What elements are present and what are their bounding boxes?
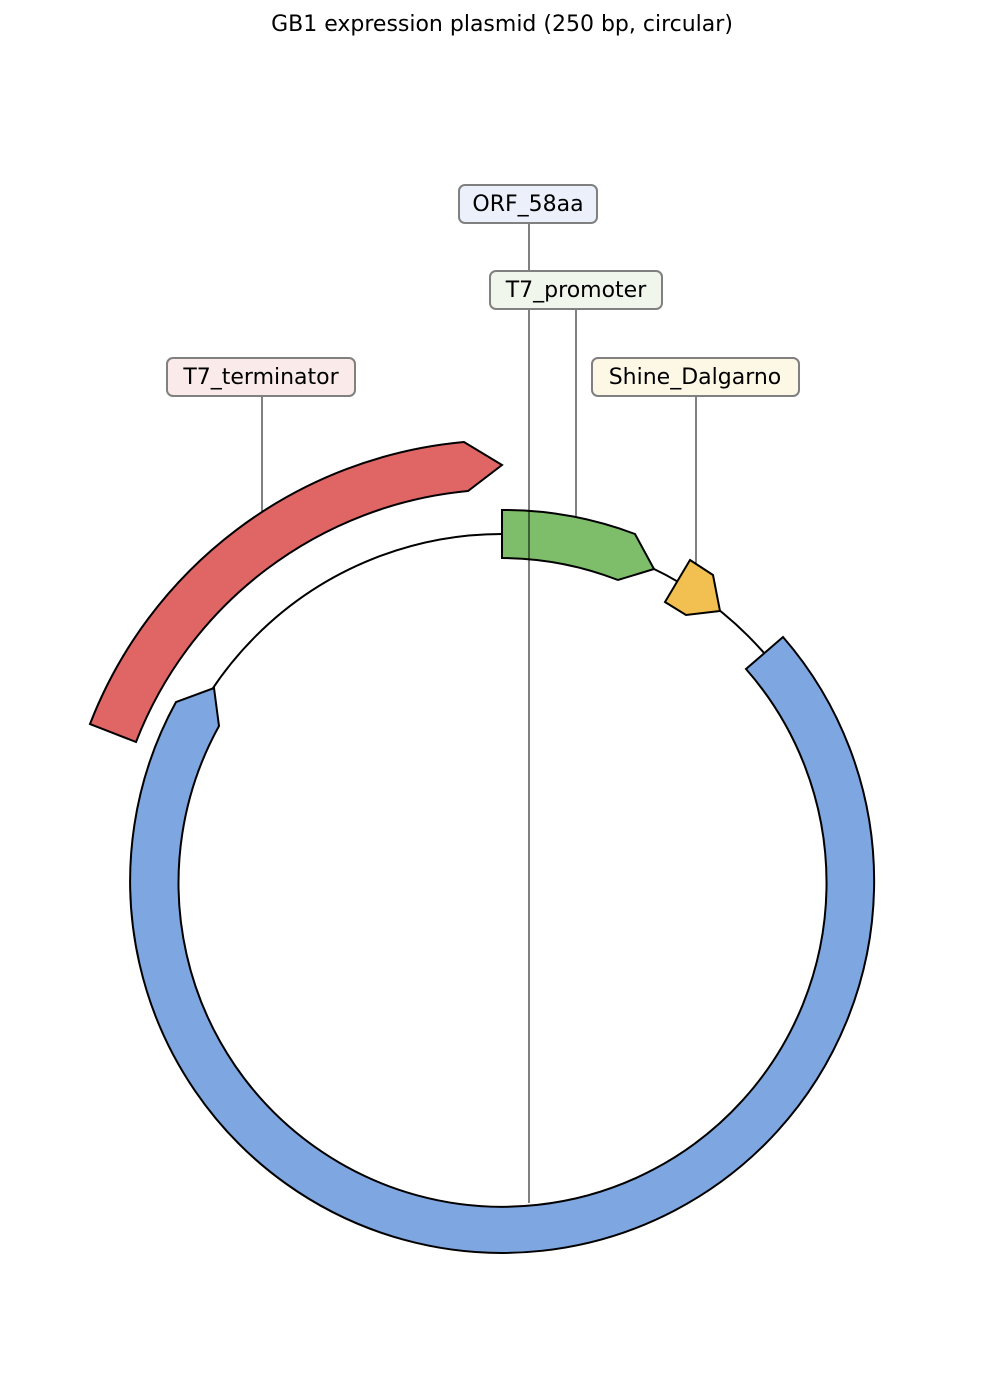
- feature-t7-promoter[interactable]: [501, 508, 656, 582]
- feature-t7-terminator[interactable]: [88, 440, 504, 744]
- feature-shine-dalgarno[interactable]: [663, 558, 722, 617]
- label-shine-dalgarno[interactable]: Shine_Dalgarno: [591, 357, 800, 397]
- label-text-t7-promoter: T7_promoter: [505, 278, 647, 303]
- feature-orf-58aa[interactable]: [129, 635, 876, 1254]
- label-t7-terminator[interactable]: T7_terminator: [166, 357, 356, 397]
- label-text-orf-58aa: ORF_58aa: [472, 192, 583, 217]
- label-t7-promoter[interactable]: T7_promoter: [489, 270, 663, 310]
- label-text-t7-terminator: T7_terminator: [182, 365, 339, 390]
- label-orf-58aa[interactable]: ORF_58aa: [458, 184, 598, 224]
- label-text-shine-dalgarno: Shine_Dalgarno: [609, 365, 782, 390]
- diagram-title: GB1 expression plasmid (250 bp, circular…: [271, 12, 733, 37]
